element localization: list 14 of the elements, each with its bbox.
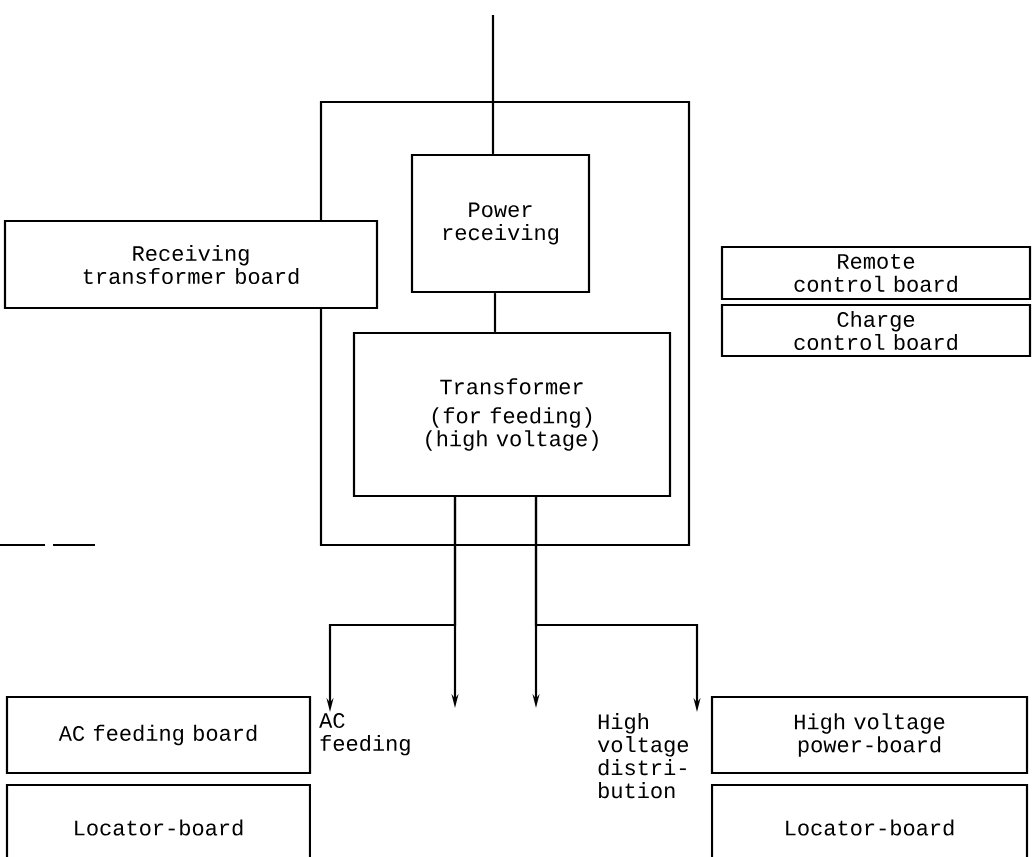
board-box: Remote control board <box>720 245 1032 301</box>
board-box: Receiving transformer board <box>3 219 379 310</box>
enclosure-frame <box>319 100 691 547</box>
connector-line <box>493 293 497 332</box>
connector-line <box>491 15 495 154</box>
unit-box: Power receiving <box>410 153 591 294</box>
board-box: Locator-board <box>710 783 1029 857</box>
unit-box: Transformer (for feeding) (high voltage) <box>352 331 672 498</box>
board-box: Charge control board <box>720 303 1032 358</box>
flow-label: High voltage distri- bution <box>597 713 689 799</box>
flow-label: AC feeding <box>319 713 410 756</box>
board-box: Locator-board <box>5 783 312 857</box>
board-box: High voltage power-board <box>710 695 1029 775</box>
board-box: AC feeding board <box>5 695 312 775</box>
